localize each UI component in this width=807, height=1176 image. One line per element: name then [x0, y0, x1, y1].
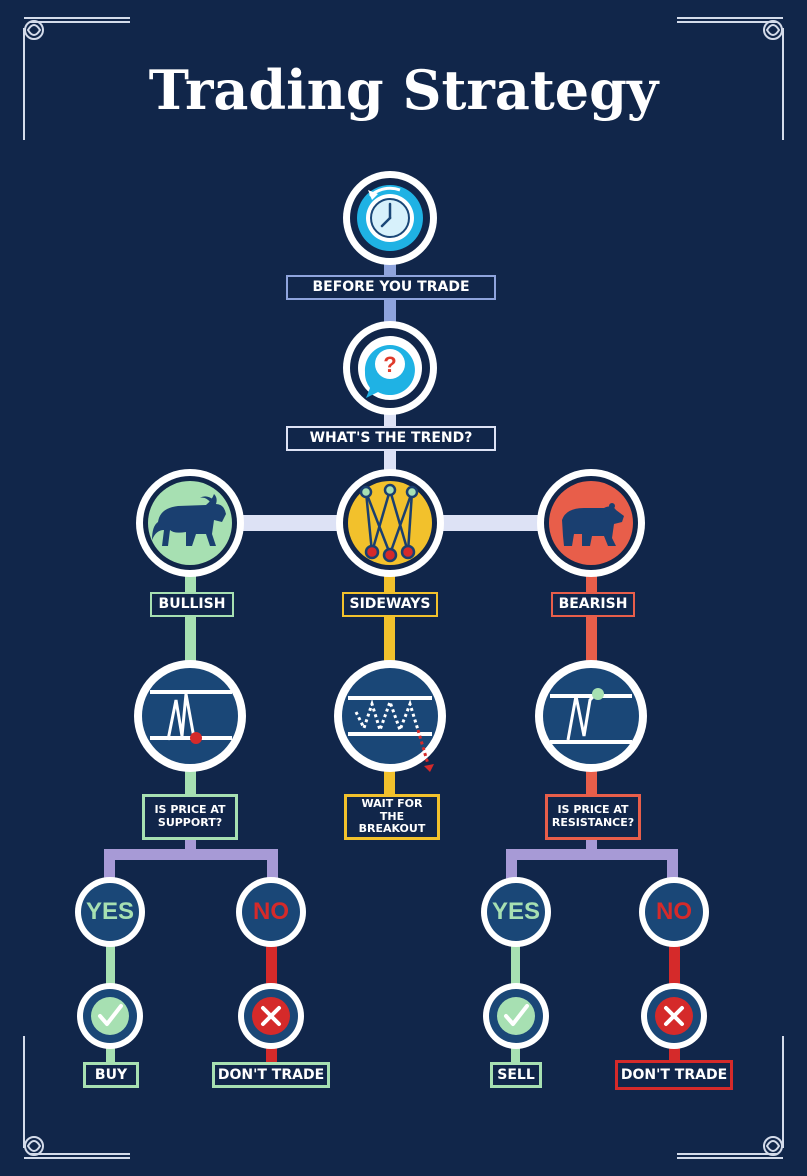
yes-label-right: YES — [491, 898, 541, 926]
check-node-right — [483, 983, 549, 1049]
page-title: Trading Strategy — [148, 58, 659, 122]
label-wait-for-breakout: WAIT FOR THE BREAKOUT — [344, 794, 440, 840]
bull-icon — [152, 494, 226, 546]
label-whats-the-trend: WHAT'S THE TREND? — [286, 426, 496, 451]
check-icon — [91, 997, 129, 1035]
yes-node-right — [481, 877, 551, 947]
no-label-left: NO — [253, 898, 289, 926]
label-is-price-at-resistance: IS PRICE AT RESISTANCE? — [545, 794, 641, 840]
label-bearish: BEARISH — [551, 592, 635, 617]
outcome-buy: BUY — [83, 1062, 139, 1088]
connector-support-branch — [104, 849, 278, 860]
connector-resistance-branch — [506, 849, 678, 860]
cross-node-left — [238, 983, 304, 1049]
question-bubble-icon: ? — [364, 345, 415, 398]
bearish-node — [537, 469, 645, 577]
chart-range-icon — [348, 696, 434, 772]
range-chart-node — [334, 660, 446, 772]
label-is-price-at-support: IS PRICE AT SUPPORT? — [142, 794, 238, 840]
label-sideways: SIDEWAYS — [342, 592, 438, 617]
no-node-right — [639, 877, 709, 947]
frame-ornaments — [23, 17, 784, 1159]
chart-resistance-icon — [550, 688, 632, 744]
outcome-sell: SELL — [490, 1062, 542, 1088]
cross-node-right — [641, 983, 707, 1049]
bullish-node — [136, 469, 244, 577]
check-icon — [497, 997, 535, 1035]
yes-node-left — [75, 877, 145, 947]
outcome-dont-trade-right: DON'T TRADE — [615, 1060, 733, 1090]
bear-icon — [562, 503, 624, 546]
chart-support-icon — [150, 690, 232, 744]
outcome-dont-trade-left: DON'T TRADE — [212, 1062, 330, 1088]
clock-icon — [366, 186, 414, 242]
pendulum-icon — [359, 483, 419, 563]
sideways-node — [336, 469, 444, 577]
label-before-you-trade: BEFORE YOU TRADE — [286, 275, 496, 300]
check-node-left — [77, 983, 143, 1049]
label-bullish: BULLISH — [150, 592, 234, 617]
resistance-chart-node — [535, 660, 647, 772]
no-label-right: NO — [656, 898, 692, 926]
support-chart-node — [134, 660, 246, 772]
connector-bearish — [586, 566, 597, 672]
question-mark-glyph: ? — [383, 352, 396, 377]
no-node-left — [236, 877, 306, 947]
clock-node — [343, 171, 437, 265]
connector-sideways — [384, 566, 395, 672]
question-node: ? — [343, 321, 437, 415]
connector-bullish — [185, 566, 196, 672]
yes-label-left: YES — [85, 898, 135, 926]
